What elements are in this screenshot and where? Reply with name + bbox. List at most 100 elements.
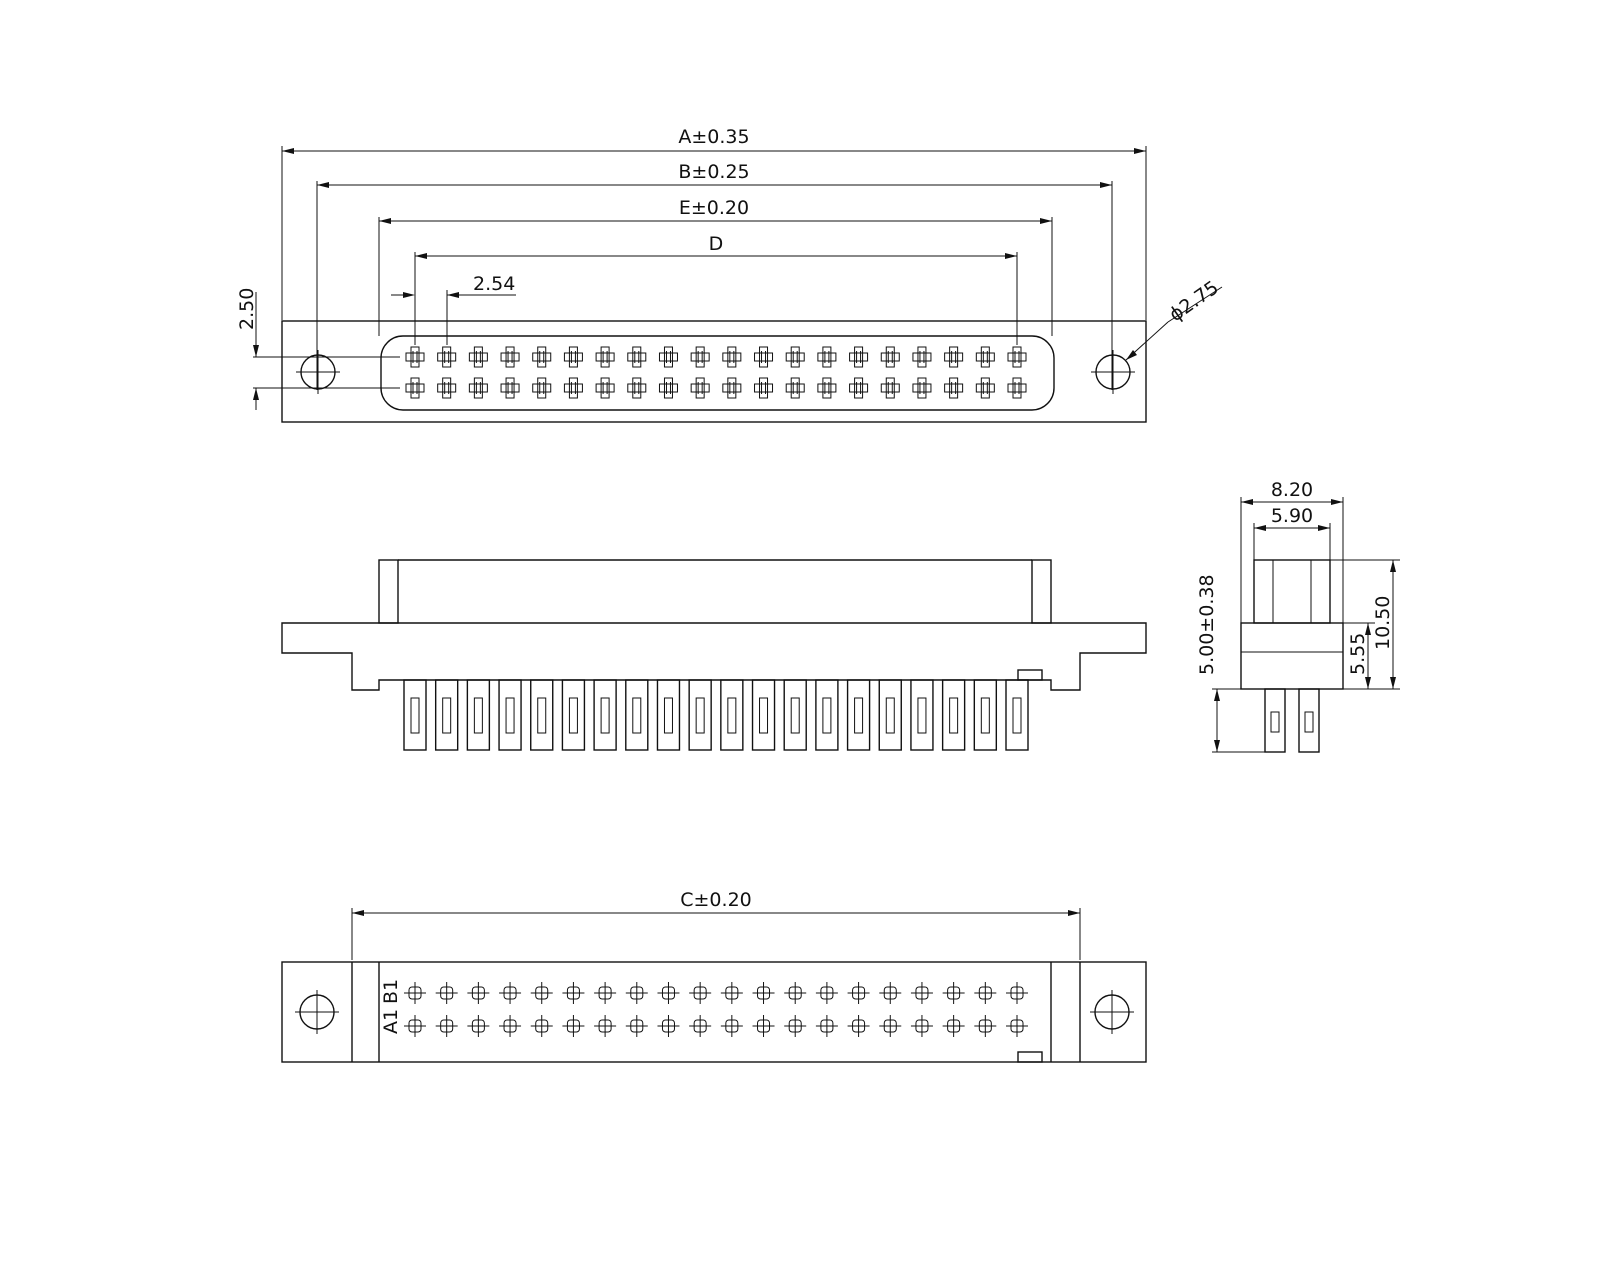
front-pin: [751, 679, 776, 751]
top-flange: [281, 320, 1147, 423]
front-pin: [878, 679, 902, 751]
top-pin-a: [468, 377, 488, 399]
bottom-pin-array: [404, 982, 1028, 1037]
bottom-pin-b: [657, 982, 680, 1004]
dim-pitch-label: 2.54: [473, 273, 515, 295]
front-pin: [466, 679, 491, 751]
front-pin: [783, 679, 807, 751]
bottom-pin-b: [879, 982, 902, 1004]
front-view: [281, 559, 1147, 751]
top-pin-b: [690, 346, 710, 368]
dim-555-label: 5.55: [1347, 633, 1369, 675]
front-pin: [498, 679, 522, 751]
front-pin: [561, 679, 586, 751]
bottom-pin-b: [942, 982, 965, 1004]
dim-c-label: C±0.20: [680, 889, 752, 911]
top-pin-b: [944, 346, 964, 368]
front-pin: [720, 679, 744, 751]
end-pin-right: [1298, 688, 1320, 753]
dim-a-label: A±0.35: [678, 126, 749, 148]
bottom-pin-a: [499, 1015, 522, 1037]
top-pin-a: [912, 377, 932, 399]
bottom-dimensions: C±0.20: [351, 889, 1081, 960]
bottom-pin-b: [562, 982, 585, 1004]
bottom-right-mount-hole: [1090, 990, 1134, 1034]
bottom-pin-a: [879, 1015, 902, 1037]
top-pin-b: [595, 346, 615, 368]
top-pin-b: [849, 346, 869, 368]
front-pin: [656, 679, 681, 751]
front-pin: [688, 679, 712, 751]
top-dimensions: A±0.35 B±0.25 E±0.20 D 2.54: [236, 126, 1223, 410]
bottom-pin-b: [720, 982, 743, 1004]
front-pin: [403, 679, 427, 751]
top-pin-b: [658, 346, 678, 368]
bottom-pin-b: [847, 982, 870, 1004]
front-shell-right-wall: [1031, 559, 1052, 624]
bottom-pin-b: [594, 982, 617, 1004]
dim-b-label: B±0.25: [678, 161, 749, 183]
bottom-pin-a: [404, 1015, 426, 1037]
top-pin-a: [532, 377, 552, 399]
bottom-view: B1 A1: [281, 961, 1147, 1063]
bottom-pin-a: [910, 1015, 933, 1037]
bottom-pin-b: [910, 982, 933, 1004]
dim-hole-label: ϕ2.75: [1165, 277, 1223, 326]
top-right-mount-hole: [1091, 350, 1135, 394]
bottom-pin-b: [689, 982, 712, 1004]
bottom-key: [1017, 1051, 1043, 1063]
top-pin-a: [849, 377, 869, 399]
top-pin-b: [975, 346, 995, 368]
row-b-label: B1: [380, 979, 402, 1004]
front-pin: [1005, 679, 1029, 751]
top-pin-b: [754, 346, 774, 368]
bottom-pin-a: [467, 1015, 490, 1037]
front-pin: [846, 679, 871, 751]
end-pin-left: [1264, 688, 1286, 753]
top-pin-b: [468, 346, 488, 368]
top-pin-b: [563, 346, 583, 368]
dim-820-label: 8.20: [1271, 479, 1313, 501]
dim-d-label: D: [709, 233, 724, 255]
bottom-pin-b: [435, 982, 458, 1004]
bottom-pin-a: [815, 1015, 838, 1037]
bottom-pin-b: [1006, 982, 1028, 1004]
top-pin-a: [500, 377, 520, 399]
top-pin-b: [912, 346, 932, 368]
end-dimensions: 8.20 5.90 10.50 5.55 5.00±0.38: [1196, 479, 1400, 753]
top-pin-b: [532, 346, 552, 368]
row-a-label: A1: [380, 1009, 402, 1034]
top-pin-b: [722, 346, 742, 368]
bottom-pin-a: [942, 1015, 965, 1037]
top-pin-b: [817, 346, 837, 368]
dim-590-label: 5.90: [1271, 505, 1313, 527]
front-pin: [973, 679, 998, 751]
top-shell: [380, 335, 1055, 411]
front-flange: [281, 622, 1147, 691]
top-pin-a: [690, 377, 710, 399]
bottom-left-mount-hole: [295, 990, 339, 1034]
bottom-pin-a: [594, 1015, 617, 1037]
front-pin: [815, 679, 839, 751]
top-pin-b: [500, 346, 520, 368]
top-pin-a: [975, 377, 995, 399]
bottom-pin-a: [720, 1015, 743, 1037]
front-pin: [434, 679, 459, 751]
top-pin-a: [944, 377, 964, 399]
bottom-pin-a: [562, 1015, 585, 1037]
bottom-pin-b: [499, 982, 522, 1004]
top-pin-a: [437, 377, 457, 399]
top-pin-b: [880, 346, 900, 368]
top-pin-a: [595, 377, 615, 399]
top-pin-a: [1007, 377, 1027, 399]
front-pin: [593, 679, 617, 751]
bottom-pin-a: [657, 1015, 680, 1037]
bottom-pin-a: [752, 1015, 775, 1037]
front-pin-array: [403, 679, 1029, 751]
top-pin-a: [722, 377, 742, 399]
top-pin-b: [405, 346, 425, 368]
bottom-pin-a: [625, 1015, 648, 1037]
top-pin-a: [817, 377, 837, 399]
bottom-pin-b: [625, 982, 648, 1004]
top-pin-a: [785, 377, 805, 399]
